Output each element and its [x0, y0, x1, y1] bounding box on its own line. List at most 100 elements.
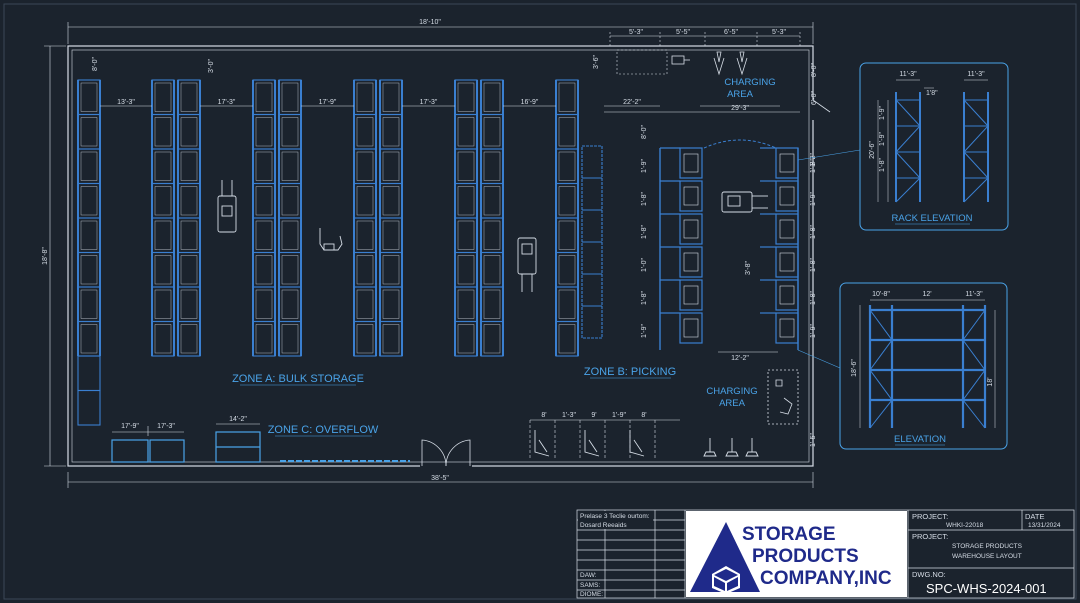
rack-bay-inner	[180, 82, 198, 112]
pick-dim-right: 1'-9"	[810, 192, 817, 206]
pick-dim-right: 1'-8"	[810, 291, 817, 305]
aisle-dim-label: 17'-9"	[319, 99, 337, 106]
zone-a-label: ZONE A: BULK STORAGE	[232, 373, 364, 385]
rack-column	[151, 79, 175, 357]
rack-bay-inner	[483, 151, 501, 181]
company-logo: STORAGE PRODUCTS COMPANY,INC	[686, 511, 907, 597]
overflow-dim-lines	[112, 423, 260, 436]
rack-bay	[177, 217, 201, 254]
rack-bay	[581, 273, 603, 307]
tb-dwg-label: DWG.NO:	[912, 570, 946, 579]
rack-bay-inner	[281, 220, 299, 250]
pick-shelf-left	[679, 180, 703, 212]
rack-bay-inner	[154, 220, 172, 250]
rack-bay	[555, 79, 579, 116]
pick-shelf-left	[679, 147, 703, 179]
tb-note-2: Dosard Reeaids	[580, 522, 627, 529]
rack-bay	[252, 182, 276, 219]
pallet-jack-icon	[319, 228, 343, 251]
rack-bay-inner	[356, 186, 374, 216]
pick-bin	[779, 186, 795, 206]
overflow-dim-1: 17'-9"	[121, 423, 139, 430]
rack-bay-inner	[255, 117, 273, 147]
pick-bin	[683, 219, 699, 239]
rack-bay-inner	[457, 117, 475, 147]
pick-dim-top: 8'-0"	[641, 125, 648, 139]
rack-bay	[353, 148, 377, 185]
overall-height-label: 18'-8"	[42, 247, 49, 265]
rack-bay	[77, 148, 101, 185]
rack-bay	[77, 79, 101, 116]
rack-bay-inner	[255, 82, 273, 112]
rack-elev-dim-1: 11'-3"	[899, 71, 917, 78]
rack-bay-inner	[255, 289, 273, 319]
rack-bay	[151, 148, 175, 185]
pick-shelf-right	[775, 246, 799, 278]
pick-dim-left: 1'-9"	[641, 324, 648, 338]
zone-c-label: ZONE C: OVERFLOW	[268, 424, 379, 436]
pick-shelf-right	[775, 147, 799, 179]
rack-bay-inner	[558, 255, 576, 285]
rack-bay	[581, 209, 603, 243]
rack-bay	[379, 79, 403, 116]
rack-bay-inner	[457, 82, 475, 112]
rack-bay	[555, 182, 579, 219]
rack-bay	[581, 305, 603, 339]
rack-bay	[379, 148, 403, 185]
pick-inner-label: 3'-8"	[745, 261, 752, 275]
elev-dim-4: 18'-6"	[851, 359, 858, 377]
rack-column	[454, 79, 478, 357]
rack-bay	[454, 217, 478, 254]
pick-width-label: 12'-2"	[731, 355, 749, 362]
rack-bay	[480, 148, 504, 185]
rack-bay	[480, 79, 504, 116]
rack-bay-inner	[382, 220, 400, 250]
logo-line-1: STORAGE	[742, 524, 836, 545]
rack-bay	[555, 320, 579, 357]
rack-bay	[480, 217, 504, 254]
rack-bay	[177, 79, 201, 116]
pick-dim-right: 1'-8"	[810, 225, 817, 239]
rack-bay	[252, 320, 276, 357]
rack-bay-inner	[483, 220, 501, 250]
bollard-icon	[703, 438, 717, 457]
pick-dim-left: 1'-8"	[641, 192, 648, 206]
rack-bay-inner	[281, 186, 299, 216]
rack-bay	[379, 251, 403, 288]
pick-shelf-left	[679, 279, 703, 311]
rack-bay	[177, 113, 201, 150]
charging-bottom-label-2: AREA	[719, 398, 746, 409]
rack-bay	[454, 148, 478, 185]
pick-shelf-right	[775, 213, 799, 245]
rack-bay	[77, 286, 101, 323]
rack-bay-inner	[255, 324, 273, 354]
rack-bay	[252, 113, 276, 150]
side-dim-2: 3'-0"	[208, 59, 215, 73]
rack-bay	[480, 320, 504, 357]
pick-dim-right: 1'-9"	[810, 324, 817, 338]
rack-column	[555, 79, 579, 357]
rack-bay	[177, 320, 201, 357]
rack-bay-inner	[356, 220, 374, 250]
rack-bay-inner	[483, 82, 501, 112]
tb-date-label: DATE	[1025, 512, 1044, 521]
pick-bin	[779, 153, 795, 173]
rack-elev-dim-4: 1'-9"	[879, 106, 886, 120]
top-dim-2: 5'-5"	[676, 29, 690, 36]
rack-bay-inner	[154, 289, 172, 319]
side-dim-3: 3'-6"	[593, 55, 600, 69]
pick-dim-right-bottom: 1'-5"	[810, 433, 817, 447]
rack-column	[177, 79, 201, 357]
top-dim-1: 5'-3"	[629, 29, 643, 36]
rack-elev-dim-2: 11'-3"	[967, 71, 985, 78]
elevation-panel: 10'-8" 12' 11'-3" 18'-6" 18' ELEVATION	[839, 282, 1008, 450]
rack-bay	[480, 251, 504, 288]
rack-bay-inner	[483, 324, 501, 354]
rack-bay-inner	[382, 255, 400, 285]
rack-bay-inner	[154, 186, 172, 216]
rack-bay-inner	[180, 151, 198, 181]
rack-bay	[278, 79, 302, 116]
pick-shelf-right	[775, 312, 799, 344]
rack-bay-inner	[382, 117, 400, 147]
